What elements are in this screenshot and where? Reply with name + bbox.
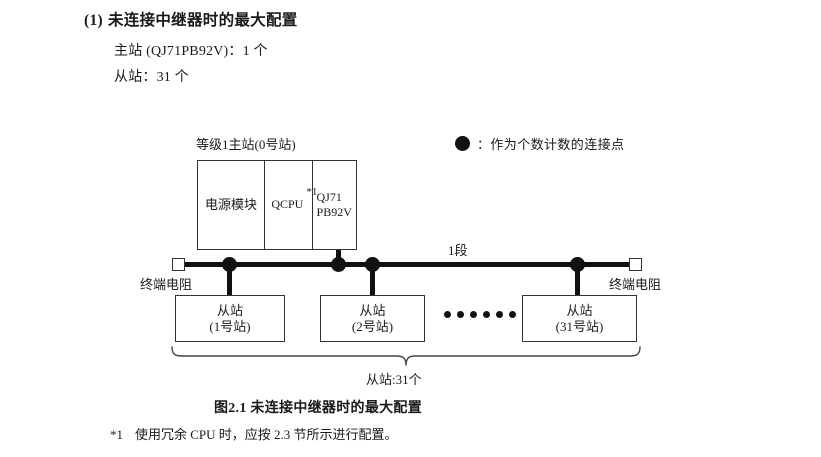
- slave-drop-line: [575, 267, 580, 295]
- slave-station-number: (2号站): [351, 318, 394, 334]
- slave-drop-line: [370, 267, 375, 295]
- terminating-resistor-left-icon: [172, 258, 185, 271]
- power-module-cell: 电源模块: [198, 161, 266, 249]
- slave-station-number: (1号站): [209, 318, 251, 334]
- terminating-resistor-left-label: 终端电阻: [140, 277, 193, 292]
- network-module-cell: QJ71 PB92V: [313, 161, 356, 249]
- slave-drop-line: [227, 267, 232, 295]
- slave-count-label: 从站:31个: [366, 372, 422, 387]
- cpu-module-cell: QCPU *1: [265, 161, 317, 249]
- legend-label: ：作为个数计数的连接点: [477, 137, 625, 152]
- filled-circle-icon: [455, 136, 470, 151]
- spec-master-count: 主站 (QJ71PB92V)：1 个: [114, 44, 268, 59]
- network-module-label-line1: QJ71: [316, 190, 342, 204]
- slave-count-brace: [168, 346, 644, 368]
- network-module-label-line2: PB92V: [316, 205, 352, 219]
- slave-station-title: 从站: [359, 302, 386, 318]
- terminating-resistor-right-label: 终端电阻: [609, 277, 662, 292]
- slave-station-number: (31号站): [555, 318, 604, 334]
- connection-point-dot: [570, 257, 585, 272]
- section-title: 未连接中继器时的最大配置: [107, 12, 298, 29]
- slave-station-title: 从站: [216, 302, 243, 318]
- master-rack: 电源模块 QCPU *1 QJ71 PB92V: [197, 160, 357, 250]
- footnote-text: 使用冗余 CPU 时，应按 2.3 节所示进行配置。: [135, 427, 398, 442]
- segment-label: 1段: [448, 243, 468, 258]
- figure-footnote: *1 使用冗余 CPU 时，应按 2.3 节所示进行配置。: [110, 424, 398, 443]
- ellipsis-dots: [444, 311, 516, 318]
- slave-station-title: 从站: [566, 302, 593, 318]
- connection-point-dot: [365, 257, 380, 272]
- slave-station-box: 从站 (2号站): [320, 295, 425, 342]
- cpu-footnote-mark: *1: [306, 186, 318, 199]
- terminating-resistor-right-icon: [629, 258, 642, 271]
- master-station-label: 等级1主站(0号站): [196, 137, 296, 152]
- legend: ：作为个数计数的连接点: [455, 134, 624, 153]
- cpu-module-label: QCPU: [271, 197, 304, 212]
- connection-point-dot: [331, 257, 346, 272]
- slave-station-box: 从站 (1号站): [175, 295, 285, 342]
- section-heading: (1)未连接中继器时的最大配置: [84, 8, 298, 30]
- power-module-label: 电源模块: [205, 196, 258, 212]
- bus-line: [182, 262, 634, 267]
- spec-slave-count: 从站：31 个: [114, 70, 189, 85]
- figure-caption: 图2.1 未连接中继器时的最大配置: [213, 401, 423, 416]
- section-number: (1): [84, 12, 103, 29]
- connection-point-dot: [222, 257, 237, 272]
- footnote-mark: *1: [110, 427, 123, 442]
- slave-station-box: 从站 (31号站): [522, 295, 637, 342]
